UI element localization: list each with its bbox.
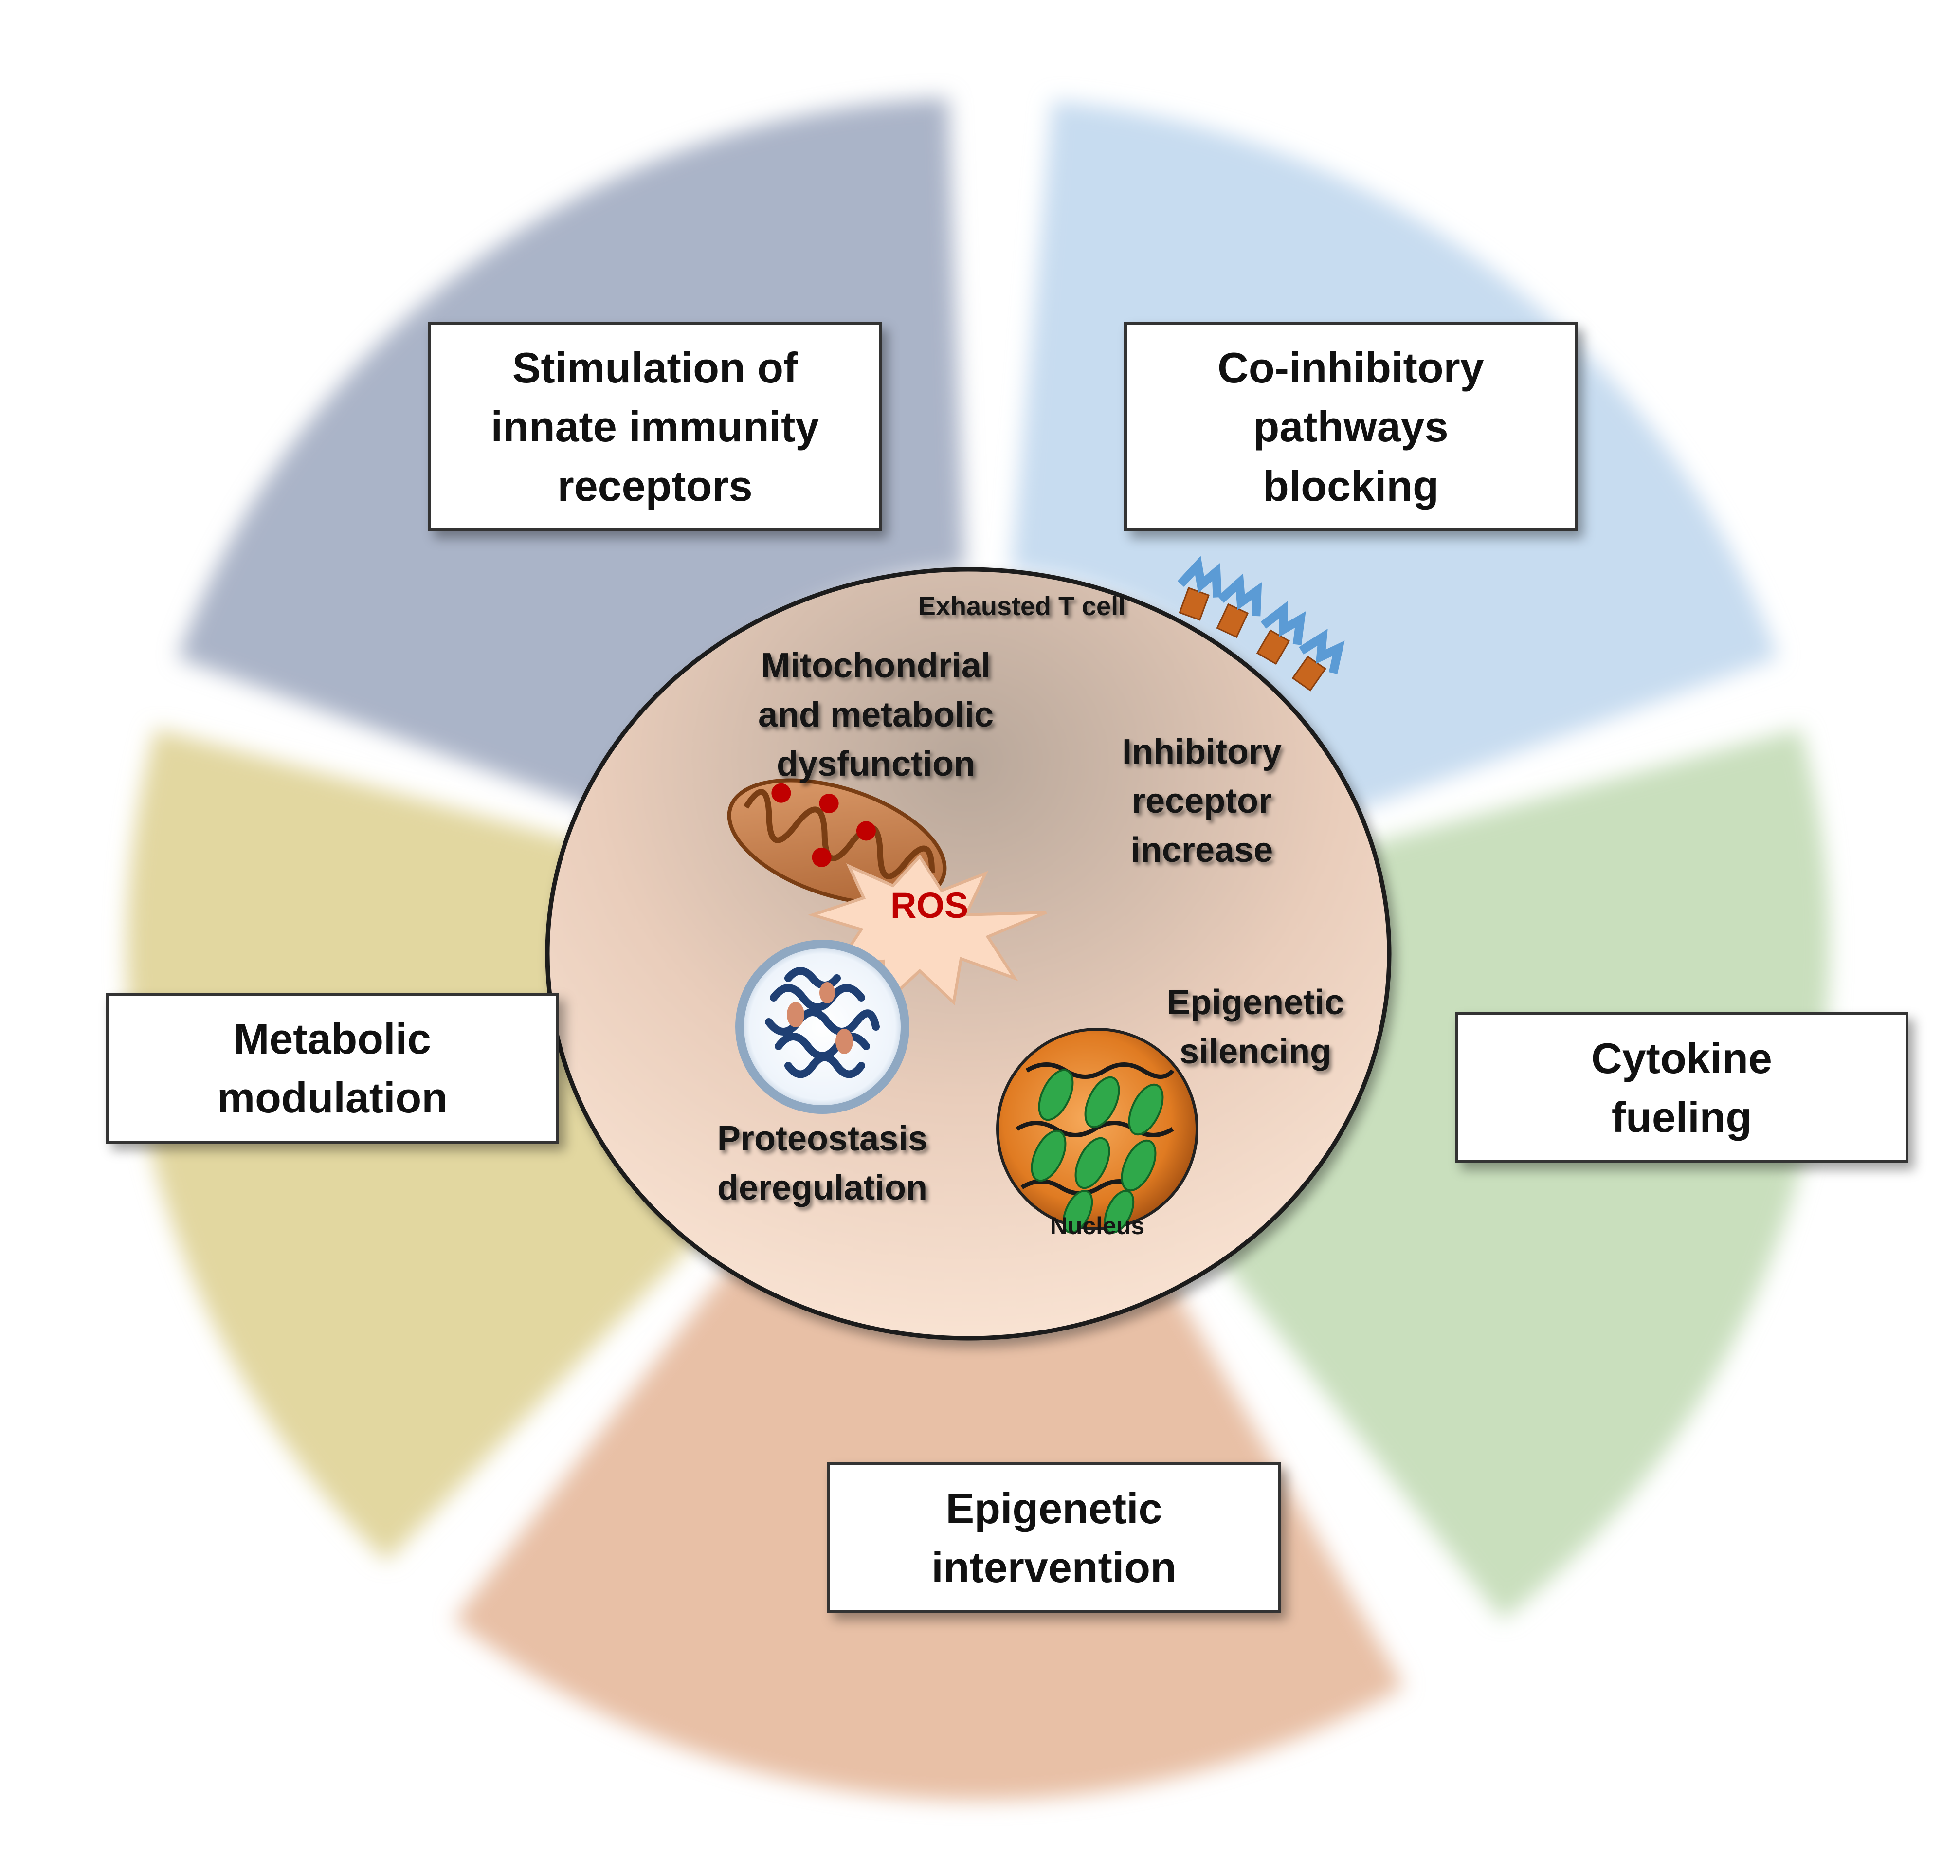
metabolic-text: Metabolic modulation <box>217 1009 448 1128</box>
strategy-box-cytokine: Cytokine fueling <box>1455 1012 1908 1163</box>
epigenetic-silencing-label: Epigenetic silencing <box>1109 978 1401 1076</box>
mito-label: Mitochondrial and metabolic dysfunction <box>701 641 1051 788</box>
inhibitory-line-2: receptor <box>1131 781 1272 820</box>
exhausted-t-cell <box>545 556 1392 1341</box>
strategy-box-metabolic: Metabolic modulation <box>106 993 559 1144</box>
mito-line-3: dysfunction <box>777 744 975 783</box>
epigenetic-line-2: intervention <box>931 1543 1177 1591</box>
inhibitory-line-3: increase <box>1130 830 1273 870</box>
epigenetic-intervention-text: Epigenetic intervention <box>931 1479 1177 1597</box>
proteostasis-label: Proteostasis deregulation <box>647 1114 998 1213</box>
mito-line-1: Mitochondrial <box>761 646 991 685</box>
proteostasis-line-2: deregulation <box>717 1168 928 1207</box>
silencing-line-2: silencing <box>1179 1032 1332 1071</box>
ros-burst-icon <box>808 854 1047 1006</box>
strategy-box-epigenetic: Epigenetic intervention <box>827 1462 1281 1613</box>
inhibitory-label: Inhibitory receptor increase <box>1056 728 1348 874</box>
inhibitory-receptors <box>1177 556 1345 692</box>
mito-line-2: and metabolic <box>758 695 994 734</box>
nucleus-icon <box>996 1028 1198 1234</box>
proteostasis-line-1: Proteostasis <box>717 1119 928 1158</box>
metabolic-line-1: Metabolic <box>234 1014 431 1063</box>
silencing-line-1: Epigenetic <box>1166 983 1344 1022</box>
cytokine-line-1: Cytokine <box>1591 1034 1772 1082</box>
innate-line-1: Stimulation of <box>512 343 798 392</box>
mitochondrion-icon <box>727 778 947 906</box>
cytokine-text: Cytokine fueling <box>1591 1029 1772 1147</box>
cell-title: Exhausted T cell <box>918 592 1126 621</box>
strategy-box-innate-immunity: Stimulation of innate immunity receptors <box>428 322 882 531</box>
proteostasis-icon <box>735 940 909 1114</box>
inhibitory-line-1: Inhibitory <box>1122 732 1282 771</box>
nucleus-label: Nucleus <box>1050 1212 1145 1239</box>
innate-line-3: receptors <box>557 461 753 510</box>
epigenetic-line-1: Epigenetic <box>945 1484 1162 1532</box>
coinhibitory-line-2: pathways <box>1253 402 1449 451</box>
cytokine-line-2: fueling <box>1611 1093 1752 1141</box>
metabolic-line-2: modulation <box>217 1074 448 1122</box>
ros-label: ROS <box>890 885 969 926</box>
coinhibitory-line-1: Co-inhibitory <box>1217 343 1484 392</box>
coinhibitory-text: Co-inhibitory pathways blocking <box>1217 338 1484 515</box>
innate-line-2: innate immunity <box>490 402 819 451</box>
innate-immunity-text: Stimulation of innate immunity receptors <box>491 338 819 515</box>
strategy-box-coinhibitory: Co-inhibitory pathways blocking <box>1124 322 1578 531</box>
coinhibitory-line-3: blocking <box>1263 461 1439 510</box>
